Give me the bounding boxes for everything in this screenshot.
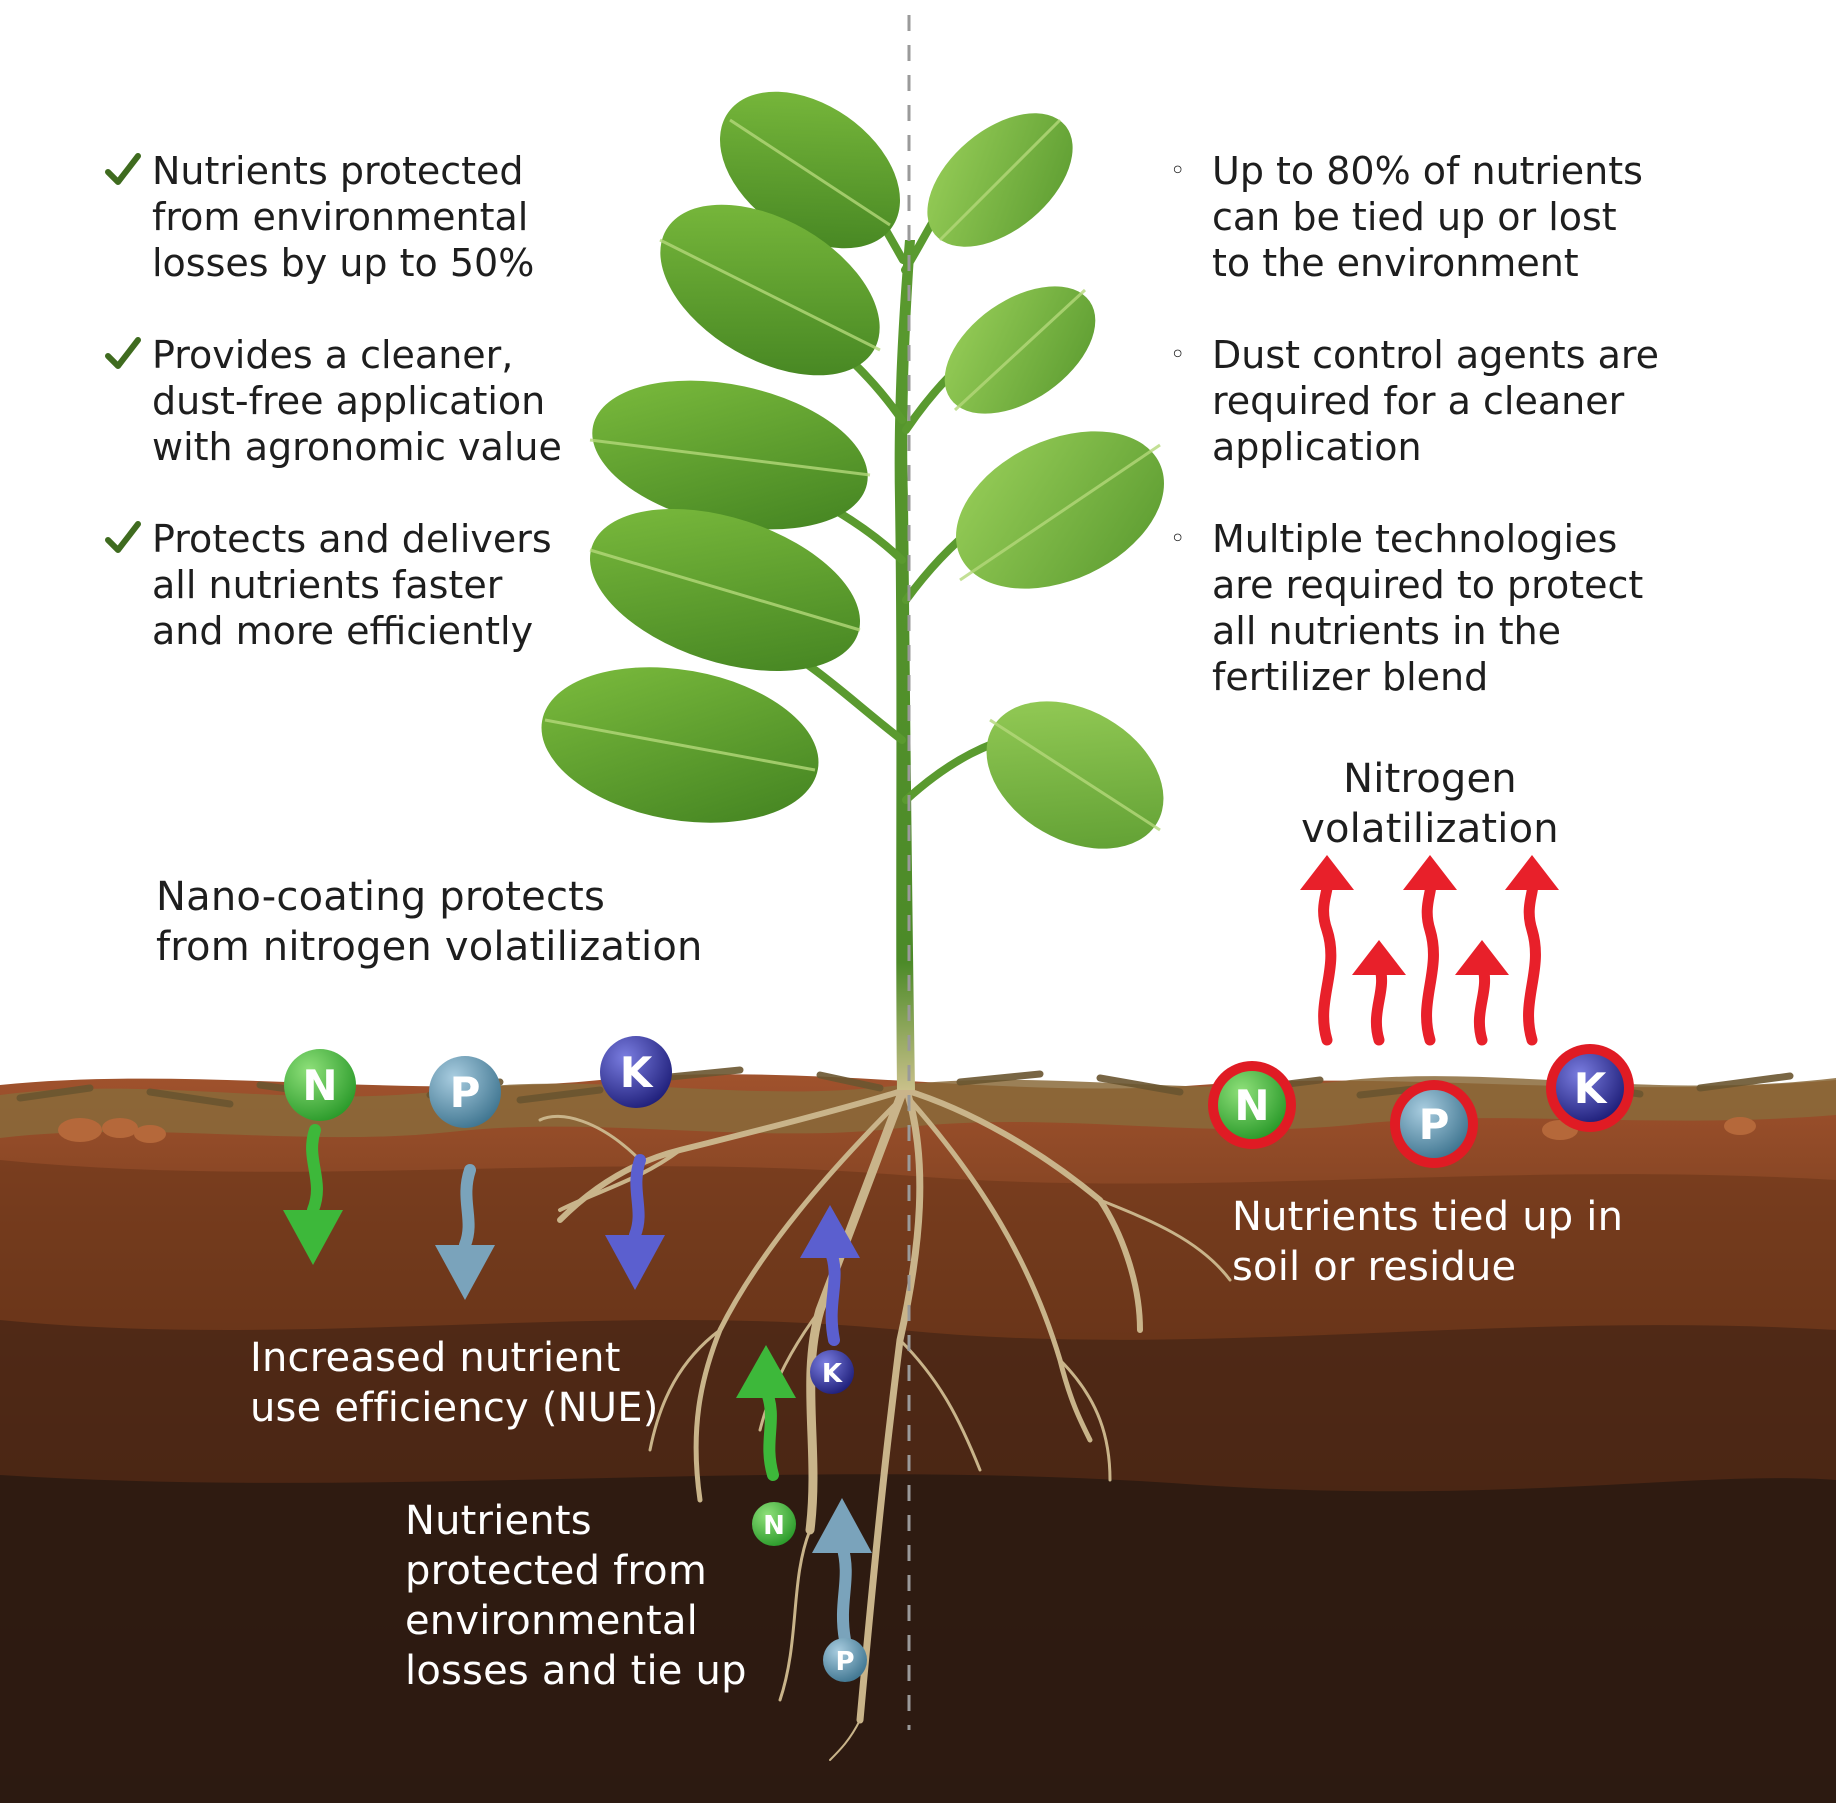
benefit-item: Provides a cleaner, dust-free applicatio… xyxy=(104,332,604,470)
benefit-line: Protects and delivers xyxy=(152,517,552,561)
arrow-down-K-head xyxy=(605,1235,665,1290)
ball-letter-N: N xyxy=(1234,1081,1269,1130)
benefit-line: Provides a cleaner, xyxy=(152,333,514,377)
leaf-veins xyxy=(544,118,1161,832)
label-line: losses and tie up xyxy=(405,1648,747,1694)
label-line: protected from xyxy=(405,1548,707,1594)
arrow-down-N xyxy=(306,1124,323,1216)
benefit-line: dust-free application xyxy=(152,379,546,423)
circle-bullet-icon: ◦ xyxy=(1170,156,1186,186)
label-line: soil or residue xyxy=(1232,1244,1517,1290)
arrow-down-P xyxy=(459,1164,476,1251)
circle-bullet-icon: ◦ xyxy=(1170,524,1186,554)
ball-letter-N: N xyxy=(763,1511,785,1541)
drawback-line: Multiple technologies xyxy=(1212,517,1618,561)
drawback-line: application xyxy=(1212,425,1422,469)
drawback-line: can be tied up or lost xyxy=(1212,195,1617,239)
nutrient-ball-K-tied: K xyxy=(1546,1044,1634,1132)
arrow-down-P-head xyxy=(435,1245,495,1300)
nitrogen-volatilization-label: Nitrogen volatilization xyxy=(1260,754,1600,854)
check-icon xyxy=(105,521,141,553)
drawback-line: all nutrients in the xyxy=(1212,609,1562,653)
nano-coating-label: Nano-coating protects from nitrogen vola… xyxy=(156,872,703,972)
ball-letter-K: K xyxy=(822,1359,843,1389)
drawback-line: are required to protect xyxy=(1212,563,1644,607)
label-line: use efficiency (NUE) xyxy=(250,1385,659,1431)
nue-label: Increased nutrient use efficiency (NUE) xyxy=(250,1333,659,1433)
label-line: from nitrogen volatilization xyxy=(156,924,703,970)
arrow-down-N-head xyxy=(283,1210,343,1265)
arrow-up-K-head xyxy=(800,1205,860,1258)
nutrient-ball-K-surface: K xyxy=(600,1036,672,1108)
plant-leaves xyxy=(541,91,1164,849)
plant-roots xyxy=(538,1080,1232,1761)
drawback-item: ◦ Dust control agents are required for a… xyxy=(1164,332,1764,470)
ball-letter-K: K xyxy=(620,1048,654,1097)
drawback-line: to the environment xyxy=(1212,241,1579,285)
drawback-line: Up to 80% of nutrients xyxy=(1212,149,1643,193)
benefit-line: Nutrients protected xyxy=(152,149,524,193)
protected-losses-label: Nutrients protected from environmental l… xyxy=(405,1496,747,1696)
label-line: Nutrients tied up in xyxy=(1232,1194,1624,1240)
volatilization-arrows xyxy=(1318,874,1541,1046)
tied-up-label: Nutrients tied up in soil or residue xyxy=(1232,1192,1623,1292)
drawback-line: fertilizer blend xyxy=(1212,655,1489,699)
ball-letter-P: P xyxy=(450,1068,481,1117)
arrow-up-P-head xyxy=(812,1498,872,1553)
arrow-up-N xyxy=(760,1384,779,1481)
check-icon xyxy=(105,337,141,369)
nutrient-ball-P-tied: P xyxy=(1390,1080,1478,1168)
nutrient-ball-P-root: P xyxy=(823,1638,867,1682)
benefit-line: all nutrients faster xyxy=(152,563,503,607)
ball-letter-P: P xyxy=(835,1647,854,1677)
nutrient-ball-P-surface: P xyxy=(429,1056,501,1128)
arrow-up-K xyxy=(824,1244,841,1346)
circle-bullet-icon: ◦ xyxy=(1170,340,1186,370)
left-down-arrows xyxy=(283,1124,665,1300)
label-line: environmental xyxy=(405,1598,698,1644)
benefit-line: and more efficiently xyxy=(152,609,534,653)
drawback-line: Dust control agents are xyxy=(1212,333,1660,377)
label-line: Increased nutrient xyxy=(250,1335,621,1381)
benefit-item: Protects and delivers all nutrients fast… xyxy=(104,516,604,654)
nutrient-ball-N-root: N xyxy=(752,1502,796,1546)
ball-letter-P: P xyxy=(1419,1100,1450,1149)
drawback-line: required for a cleaner xyxy=(1212,379,1625,423)
nutrient-ball-N-tied: N xyxy=(1208,1061,1296,1149)
arrow-down-K xyxy=(629,1154,646,1241)
check-icon xyxy=(105,153,141,185)
uptake-arrows xyxy=(736,1205,872,1646)
benefits-list: Nutrients protected from environmental l… xyxy=(104,148,604,700)
label-line: volatilization xyxy=(1301,806,1559,852)
benefit-line: with agronomic value xyxy=(152,425,562,469)
benefit-item: Nutrients protected from environmental l… xyxy=(104,148,604,286)
nutrient-ball-N-surface: N xyxy=(284,1049,356,1121)
drawback-item: ◦ Multiple technologies are required to … xyxy=(1164,516,1764,700)
ball-letter-K: K xyxy=(1574,1064,1608,1113)
plant-stem xyxy=(894,240,915,1090)
nutrient-ball-K-root: K xyxy=(810,1350,854,1394)
volatilization-arrowheads xyxy=(1300,855,1559,975)
label-line: Nitrogen xyxy=(1343,756,1517,802)
soil-layer xyxy=(0,1474,1836,1803)
drawback-item: ◦ Up to 80% of nutrients can be tied up … xyxy=(1164,148,1764,286)
benefit-line: losses by up to 50% xyxy=(152,241,535,285)
arrow-up-P xyxy=(836,1539,852,1646)
label-line: Nano-coating protects xyxy=(156,874,606,920)
label-line: Nutrients xyxy=(405,1498,592,1544)
drawbacks-list: ◦ Up to 80% of nutrients can be tied up … xyxy=(1164,148,1764,746)
arrow-up-N-head xyxy=(736,1345,796,1398)
benefit-line: from environmental xyxy=(152,195,529,239)
ball-letter-N: N xyxy=(302,1061,337,1110)
soil-pebbles xyxy=(58,1117,1756,1143)
